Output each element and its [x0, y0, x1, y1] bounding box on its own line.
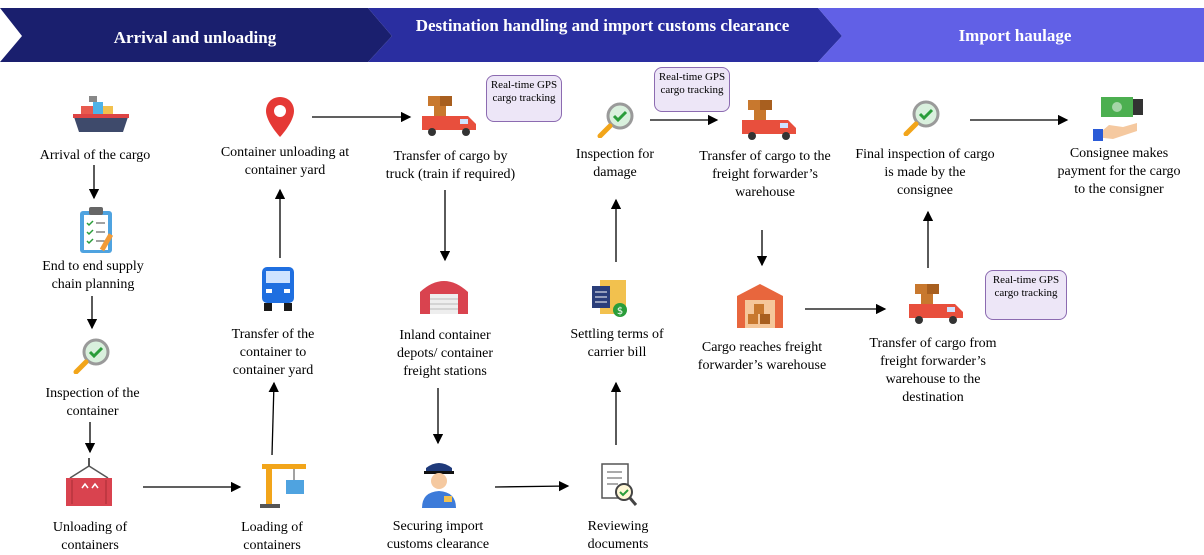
- warehouse-icon: [737, 284, 783, 328]
- phase-2-label: Destination handling and import customs …: [415, 16, 790, 35]
- step-transfer-truck: Transfer of cargo by truck (train if req…: [385, 149, 516, 182]
- magnifier-check-icon: [597, 102, 634, 138]
- location-pin-icon: [266, 97, 294, 137]
- delivery-truck-icon: [742, 100, 796, 140]
- phase-1-chevron: [0, 8, 392, 62]
- money-hand-icon: [1093, 97, 1143, 141]
- bill-icon: $: [592, 280, 627, 317]
- warehouse-icon: [420, 281, 468, 314]
- gps-callout: Real-time GPS cargo tracking: [654, 67, 730, 112]
- gps-callout: Real-time GPS cargo tracking: [985, 270, 1067, 320]
- customs-officer-icon: [422, 463, 456, 508]
- step-arrival: Arrival of the cargo: [39, 148, 151, 163]
- step-loading: Loading of containers: [241, 520, 303, 553]
- step-reviewing: Reviewing documents: [587, 519, 649, 552]
- step-transfer-forwarder: Transfer of cargo to the freight forward…: [699, 149, 831, 200]
- phase-2-chevron: [368, 8, 842, 62]
- step-planning: End to end supply chain planning: [42, 259, 144, 292]
- step-transfer-destination: Transfer of cargo from freight forwarder…: [869, 336, 997, 405]
- clipboard-icon: [80, 207, 114, 253]
- step-transfer-yard: Transfer of the container to container y…: [231, 327, 315, 378]
- magnifier-check-icon: [903, 100, 940, 136]
- svg-text:$: $: [617, 306, 623, 317]
- crane-icon: [260, 464, 306, 508]
- step-unloading: Unloading of containers: [52, 520, 128, 553]
- truck-front-icon: [262, 267, 294, 311]
- step-final-inspection: Final inspection of cargo is made by the…: [855, 147, 995, 198]
- step-securing-clearance: Securing import customs clearance: [386, 519, 490, 552]
- document-review-icon: [601, 463, 638, 506]
- container-hoist-icon: [66, 458, 112, 506]
- ship-icon: [73, 96, 129, 132]
- step-inland-depots: Inland container depots/ container freig…: [396, 328, 494, 379]
- phase-banner: [0, 8, 1204, 62]
- magnifier-check-icon: [73, 338, 110, 374]
- phase-1-label: Arrival and unloading: [113, 28, 277, 47]
- step-container-unloading: Container unloading at container yard: [220, 145, 350, 178]
- phase-3-chevron: [818, 8, 1204, 62]
- step-reaches-warehouse: Cargo reaches freight forwarder’s wareho…: [697, 340, 827, 373]
- delivery-truck-icon: [422, 96, 476, 136]
- gps-callout: Real-time GPS cargo tracking: [486, 75, 562, 122]
- step-settling: Settling terms of carrier bill: [570, 327, 664, 360]
- delivery-truck-icon: [909, 284, 963, 324]
- step-inspection-container: Inspection of the container: [45, 386, 140, 419]
- step-payment: Consignee makes payment for the cargo to…: [1057, 146, 1181, 197]
- step-inspection-damage: Inspection for damage: [575, 147, 655, 180]
- phase-3-label: Import haulage: [958, 26, 1072, 45]
